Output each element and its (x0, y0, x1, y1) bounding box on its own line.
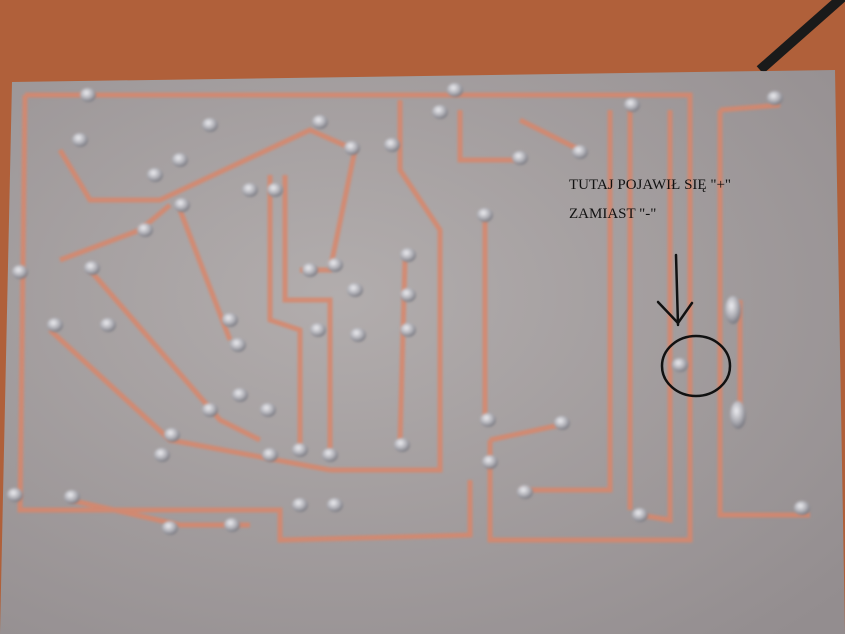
solder-pad (174, 198, 190, 212)
solder-pad (572, 145, 588, 159)
solder-pad (162, 521, 178, 535)
solder-pad (624, 98, 640, 112)
solder-pad (512, 151, 528, 165)
solder-pad (730, 401, 746, 429)
solder-pad (147, 168, 163, 182)
solder-pad (222, 313, 238, 327)
solder-pad (394, 438, 410, 452)
solder-pad (7, 488, 23, 502)
copper-trace (17, 94, 473, 543)
copper-trace (489, 105, 633, 510)
solder-pad (400, 248, 416, 262)
solder-pad (725, 296, 741, 324)
solder-pad (327, 258, 343, 272)
solder-pad (100, 318, 116, 332)
solder-pad (344, 141, 360, 155)
solder-pad (224, 518, 240, 532)
copper-trace (267, 175, 333, 450)
solder-pad (794, 501, 810, 515)
solder-pad (672, 358, 688, 372)
solder-pad (554, 416, 570, 430)
solder-pad (292, 443, 308, 457)
solder-pad (84, 261, 100, 275)
solder-pad (327, 498, 343, 512)
solder-pad (384, 138, 400, 152)
solder-pad (347, 283, 363, 297)
solder-pad (517, 485, 533, 499)
annotation-line-1: TUTAJ POJAWIŁ SIĘ "+" (569, 177, 732, 193)
solder-pad (477, 208, 493, 222)
copper-trace (457, 110, 582, 420)
solder-pad (400, 288, 416, 302)
solder-pad (267, 183, 283, 197)
solder-pad (202, 403, 218, 417)
solder-pad (292, 498, 308, 512)
solder-pad (154, 448, 170, 462)
solder-pad (322, 448, 338, 462)
solder-pad (64, 490, 80, 504)
solder-pad (447, 83, 463, 97)
hand-drawn-circle-icon (660, 334, 732, 398)
hand-drawn-arrow-icon (656, 253, 694, 327)
solder-pad (482, 455, 498, 469)
solder-pad (202, 118, 218, 132)
solder-pad (137, 223, 153, 237)
annotation-line-2: ZAMIAST "-" (569, 206, 657, 222)
copper-trace (25, 92, 693, 543)
solder-pad (767, 91, 783, 105)
solder-pad (350, 328, 366, 342)
solder-pad (242, 183, 258, 197)
copper-trace (88, 209, 262, 443)
pcb-board (0, 70, 845, 634)
solder-pad (164, 428, 180, 442)
solder-pad (302, 263, 318, 277)
solder-pad (72, 133, 88, 147)
copper-trace (717, 102, 810, 518)
solder-pad (400, 323, 416, 337)
solder-pad (47, 318, 63, 332)
solder-pad (12, 265, 28, 279)
solder-pad (230, 338, 246, 352)
solder-pad (310, 323, 326, 337)
solder-pad (632, 508, 648, 522)
solder-pad (80, 88, 96, 102)
solder-pad (172, 153, 188, 167)
solder-pad (480, 413, 496, 427)
cable (756, 0, 845, 74)
solder-pads (7, 83, 810, 535)
solder-pad (262, 448, 278, 462)
solder-pad (312, 115, 328, 129)
solder-pad (232, 388, 248, 402)
solder-pad (432, 105, 448, 119)
solder-pad (260, 403, 276, 417)
